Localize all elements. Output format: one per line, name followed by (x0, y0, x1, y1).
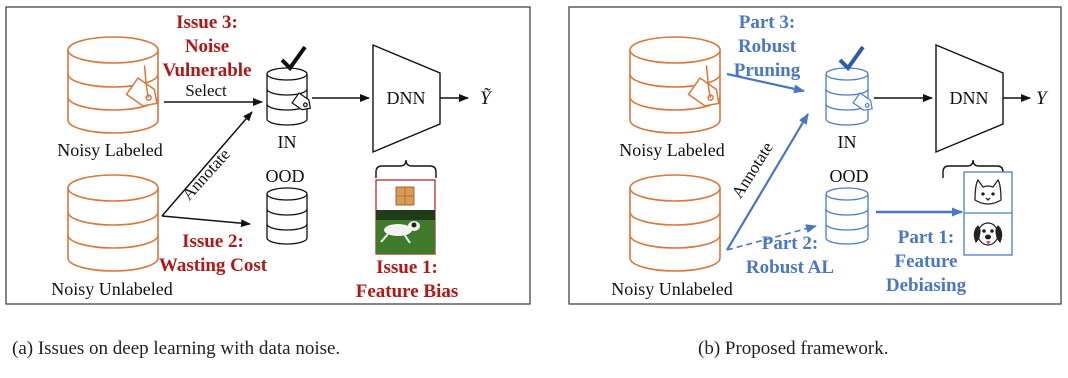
annotate-arrow-in (161, 111, 253, 217)
photo-icon (376, 210, 435, 254)
debiased-features (963, 171, 1013, 256)
noisy-unlabeled-database-icon (67, 174, 159, 272)
part2-line2: Robust AL (746, 257, 834, 278)
part3-line1: Part 3: (739, 12, 795, 33)
in-database-icon (825, 67, 869, 126)
part3-line3: Pruning (734, 60, 801, 81)
part1-line3: Debiasing (886, 275, 967, 296)
noisy-labeled-label: Noisy Labeled (57, 140, 162, 160)
part3-line2: Robust (738, 36, 797, 57)
checkmark-icon (280, 45, 307, 72)
checkmark-icon (838, 45, 865, 72)
noisy-unlabeled-database-icon (629, 174, 721, 272)
panel-b: Noisy Labeled Noisy Unlabeled Annotate (568, 6, 1062, 305)
ood-label: OOD (266, 166, 305, 186)
part2-line1: Part 2: (762, 233, 818, 254)
panel-a: Noisy Labeled Noisy Unlabeled Select Ann… (5, 6, 531, 305)
noisy-unlabeled-label: Noisy Unlabeled (51, 279, 172, 299)
caption-a: (a) Issues on deep learning with data no… (12, 338, 340, 359)
select-label: Select (185, 81, 227, 100)
annotate-arrow-ood (161, 215, 251, 228)
pruning-arrow (726, 72, 805, 94)
in-database-icon (266, 67, 308, 126)
feature-brace (942, 159, 1004, 178)
issue2-line2: Wasting Cost (159, 255, 268, 276)
noisy-labeled-database-icon (67, 36, 159, 134)
annotate-label: Annotate (178, 145, 234, 204)
tag-icon (687, 65, 720, 107)
issue3-line2: Noise (185, 36, 229, 57)
tag-icon (852, 92, 873, 111)
part1-line2: Feature (895, 251, 958, 272)
feature-images (375, 179, 436, 255)
cat-face-icon (974, 178, 1002, 205)
ood-database-icon (825, 187, 869, 245)
tag-icon (125, 65, 158, 107)
issue1-line1: Issue 1: (376, 257, 438, 278)
noisy-labeled-database-icon (629, 36, 721, 134)
in-label: IN (838, 132, 857, 152)
dnn-label: DNN (387, 88, 426, 108)
dnn-label: DNN (950, 88, 989, 108)
dog-face-icon (973, 222, 1003, 246)
noisy-labeled-label: Noisy Labeled (619, 140, 724, 160)
issue2-line1: Issue 2: (182, 231, 244, 252)
dnn-block (935, 43, 1004, 154)
part1-line1: Part 1: (898, 227, 954, 248)
in-label: IN (278, 132, 297, 152)
issue3-line1: Issue 3: (176, 12, 238, 33)
noisy-unlabeled-label: Noisy Unlabeled (611, 279, 732, 299)
issue1-line2: Feature Bias (356, 281, 459, 302)
ood-label: OOD (830, 166, 869, 186)
tag-icon (291, 92, 311, 111)
output-label: Ỹ (480, 88, 493, 109)
ood-database-icon (266, 187, 308, 245)
dnn-block (372, 43, 441, 154)
panel-a-frame (5, 6, 531, 305)
panel-b-frame (568, 6, 1062, 305)
feature-brace (375, 159, 437, 178)
robust-al-arrow (726, 224, 817, 251)
issue3-line3: Vulnerable (162, 60, 251, 81)
output-label: Y (1036, 88, 1049, 109)
annotate-label: Annotate (728, 139, 777, 202)
caption-b: (b) Proposed framework. (698, 338, 888, 359)
annotate-arrow-in (726, 113, 809, 251)
